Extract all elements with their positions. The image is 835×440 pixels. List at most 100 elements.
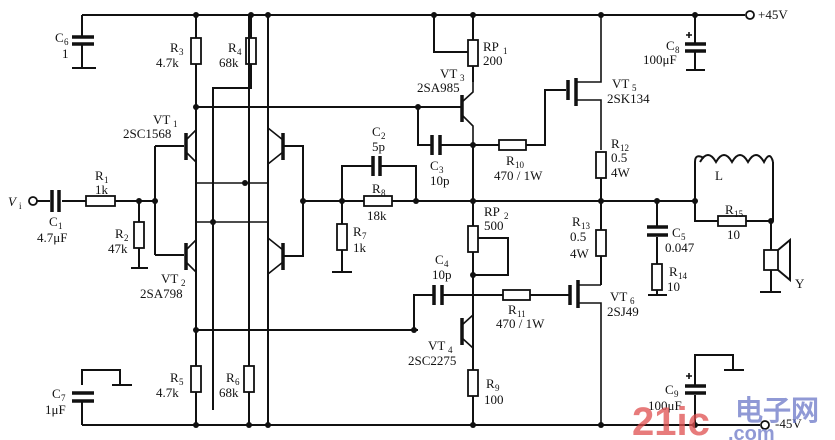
- svg-text:C: C: [372, 124, 381, 139]
- svg-text:6: 6: [630, 296, 635, 306]
- capacitor-c5: [647, 201, 668, 296]
- svg-text:V: V: [8, 194, 18, 209]
- svg-text:200: 200: [483, 53, 503, 68]
- svg-text:10p: 10p: [430, 173, 450, 188]
- resistor-r5: [190, 330, 202, 425]
- svg-text:R: R: [226, 370, 235, 385]
- label-negative-supply: -45V: [775, 416, 802, 431]
- svg-text:R: R: [611, 136, 620, 151]
- svg-text:5: 5: [681, 232, 686, 242]
- watermark-cn: 电子网: [735, 395, 819, 426]
- svg-text:C: C: [55, 30, 64, 45]
- resistor-r12: [595, 151, 607, 201]
- svg-text:4: 4: [444, 259, 449, 269]
- svg-text:R: R: [228, 40, 237, 55]
- svg-text:9: 9: [495, 383, 500, 393]
- svg-text:11: 11: [517, 309, 526, 319]
- svg-text:C: C: [430, 158, 439, 173]
- watermark-brand: 21ic: [632, 400, 710, 440]
- svg-text:8: 8: [381, 188, 386, 198]
- watermark: 21ic 电子网 .com: [632, 395, 819, 440]
- svg-text:2SA985: 2SA985: [417, 80, 460, 95]
- svg-text:47k: 47k: [108, 241, 128, 256]
- svg-text:1: 1: [173, 119, 178, 129]
- svg-text:7: 7: [362, 231, 367, 241]
- svg-text:6: 6: [64, 37, 69, 47]
- mosfet-vt6: [568, 280, 602, 425]
- input-stage: [28, 190, 155, 269]
- resistor-r9: [467, 369, 479, 397]
- svg-text:1: 1: [62, 46, 69, 61]
- svg-text:2SC1568: 2SC1568: [123, 126, 171, 141]
- svg-text:8: 8: [675, 45, 680, 55]
- svg-text:0.047: 0.047: [665, 240, 695, 255]
- label-positive-supply: +45V: [758, 7, 788, 22]
- svg-text:5: 5: [179, 377, 184, 387]
- resistor-r8: [363, 195, 393, 207]
- transistor-vt-right-bottom: [267, 201, 304, 330]
- svg-text:R: R: [170, 370, 179, 385]
- svg-text:1: 1: [58, 221, 63, 231]
- svg-text:2SA798: 2SA798: [140, 286, 183, 301]
- svg-text:VT: VT: [612, 76, 629, 91]
- positive-terminal: [745, 10, 755, 20]
- svg-text:4W: 4W: [570, 246, 590, 261]
- svg-text:4.7μF: 4.7μF: [37, 230, 67, 245]
- transistor-vt1: [154, 107, 268, 255]
- inductor-l: [694, 154, 774, 221]
- svg-text:R: R: [170, 40, 179, 55]
- svg-text:100: 100: [484, 392, 504, 407]
- svg-text:C: C: [672, 225, 681, 240]
- svg-text:0.5: 0.5: [570, 229, 586, 244]
- svg-text:68k: 68k: [219, 385, 239, 400]
- svg-text:2: 2: [181, 278, 186, 288]
- potentiometer-rp2: [467, 225, 509, 276]
- svg-text:R: R: [95, 168, 104, 183]
- capacitor-c6: [72, 15, 96, 69]
- svg-text:13: 13: [581, 221, 591, 231]
- resistor-r6: [243, 15, 255, 425]
- junction-dots: [136, 12, 774, 428]
- svg-text:C: C: [665, 382, 674, 397]
- capacitor-c9: [685, 354, 744, 425]
- svg-text:4.7k: 4.7k: [156, 385, 179, 400]
- svg-text:10: 10: [727, 227, 740, 242]
- svg-text:100μF: 100μF: [643, 52, 677, 67]
- potentiometer-rp1: [433, 15, 479, 82]
- svg-text:1k: 1k: [95, 182, 109, 197]
- svg-text:15: 15: [734, 209, 744, 219]
- svg-text:4W: 4W: [611, 165, 631, 180]
- svg-text:2SK134: 2SK134: [607, 91, 650, 106]
- svg-text:VT: VT: [161, 271, 178, 286]
- svg-text:R: R: [372, 181, 381, 196]
- svg-text:18k: 18k: [367, 208, 387, 223]
- svg-text:470 / 1W: 470 / 1W: [496, 316, 545, 331]
- svg-text:2SC2275: 2SC2275: [408, 353, 456, 368]
- svg-text:VT: VT: [153, 112, 170, 127]
- svg-text:RP: RP: [483, 39, 499, 54]
- mosfet-vt5: [566, 15, 602, 150]
- svg-text:2: 2: [504, 211, 509, 221]
- watermark-domain: .com: [728, 423, 775, 440]
- svg-text:RP: RP: [484, 204, 500, 219]
